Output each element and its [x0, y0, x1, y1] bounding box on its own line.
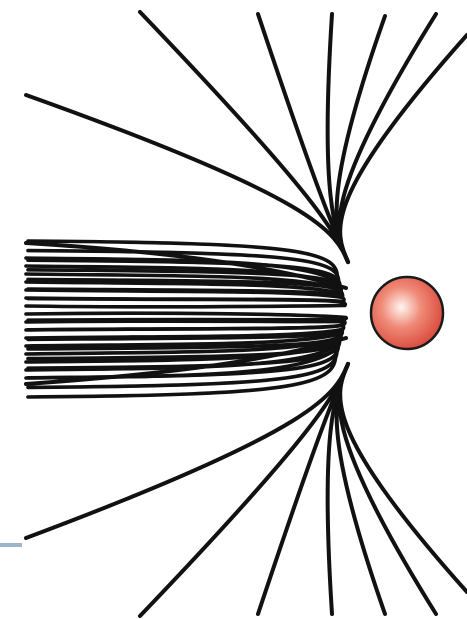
upper-fan-line	[337, 16, 385, 262]
horizontal-trajectory	[26, 313, 346, 320]
upper-fan-line	[339, 14, 436, 262]
accent-rule	[0, 543, 22, 547]
upper-fan-line	[26, 95, 348, 262]
lower-fan-line	[26, 364, 348, 538]
target-sphere	[371, 277, 443, 349]
horizontal-trajectory	[26, 299, 345, 307]
lower-fan-line	[337, 364, 385, 614]
lower-fan-line	[339, 364, 436, 614]
